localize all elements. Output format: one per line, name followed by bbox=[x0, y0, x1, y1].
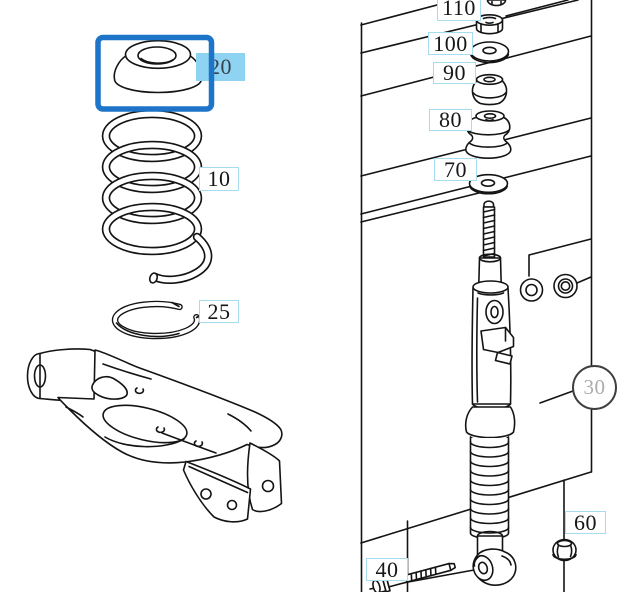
part-label-20-selected[interactable]: 20 bbox=[196, 53, 245, 81]
bolt-40-drawing[interactable] bbox=[371, 558, 457, 592]
rubber-mount-90-drawing[interactable] bbox=[471, 73, 508, 106]
spring-pad-25-drawing[interactable] bbox=[111, 300, 205, 340]
part-label-90[interactable]: 90 bbox=[433, 62, 476, 84]
coil-spring-10-drawing[interactable] bbox=[101, 109, 213, 285]
part-label-100[interactable]: 100 bbox=[428, 32, 473, 55]
hex-nut-110-drawing[interactable] bbox=[475, 14, 504, 35]
washer-100-drawing[interactable] bbox=[469, 41, 510, 64]
shock-absorber-drawing[interactable] bbox=[464, 200, 517, 586]
spring-seat-20-drawing[interactable] bbox=[113, 39, 203, 94]
control-arm-drawing[interactable] bbox=[26, 348, 283, 523]
part-label-70[interactable]: 70 bbox=[434, 158, 477, 181]
rubber-buffer-80-drawing[interactable] bbox=[465, 110, 512, 159]
part-label-80[interactable]: 80 bbox=[429, 109, 472, 131]
part-label-25[interactable]: 25 bbox=[199, 300, 239, 323]
part-label-30[interactable]: 30 bbox=[572, 365, 617, 410]
part-label-60[interactable]: 60 bbox=[565, 511, 606, 534]
part-label-40[interactable]: 40 bbox=[366, 558, 408, 581]
part-label-10[interactable]: 10 bbox=[199, 167, 239, 191]
part-label-110[interactable]: 110 bbox=[437, 0, 481, 21]
clipped-nut-drawing bbox=[486, 0, 507, 7]
washer-70-drawing[interactable] bbox=[468, 173, 509, 195]
flange-nut-60-drawing[interactable] bbox=[552, 538, 577, 562]
retaining-rings-drawing[interactable] bbox=[519, 273, 578, 302]
